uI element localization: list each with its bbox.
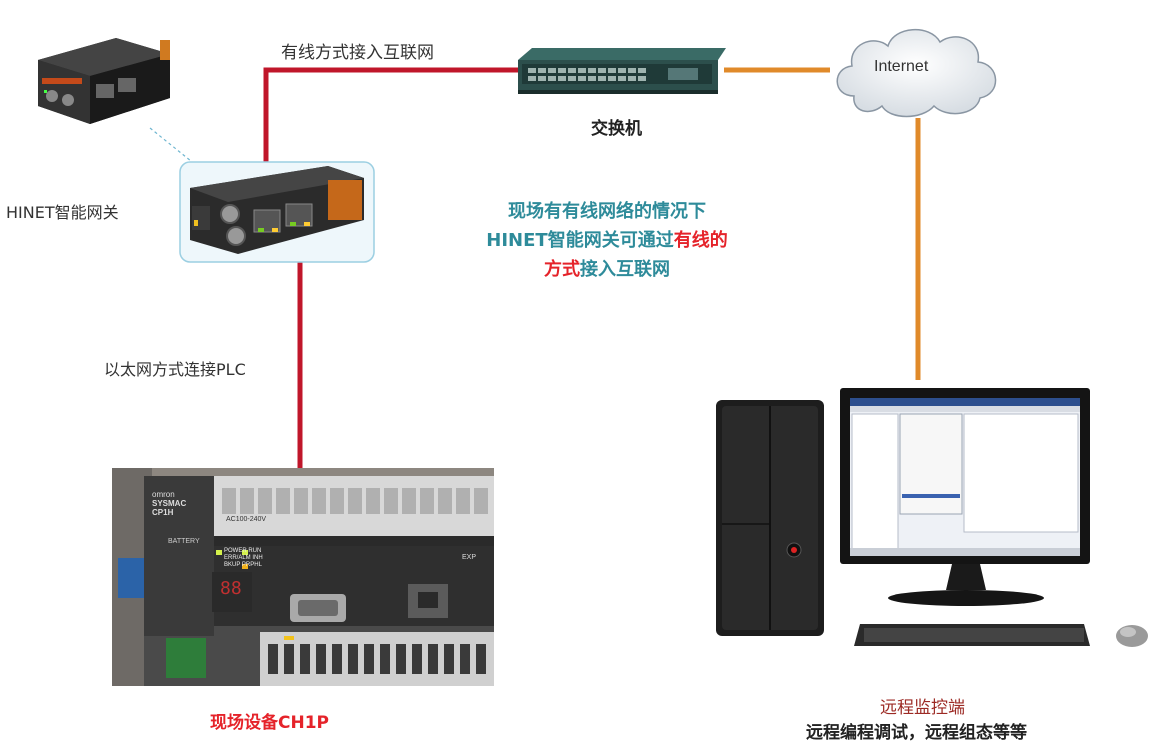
plc-battery-label: BATTERY (168, 538, 200, 545)
gateway-label: HINET智能网关 (6, 203, 119, 222)
plc-photo: omron SYSMAC CP1H BATTERY AC100-240V POW… (112, 468, 494, 686)
note-line-3: 方式接入互联网 (452, 255, 762, 284)
plc-power-label: POWER (224, 548, 247, 554)
note-line-2: HINET智能网关可通过有线的 (452, 226, 762, 255)
scenario-note: 现场有有线网络的情况下 HINET智能网关可通过有线的 方式接入互联网 (452, 197, 762, 284)
plc-inh-label: INH (252, 555, 263, 561)
internet-cloud-icon (836, 28, 997, 118)
plc-device-icon (112, 468, 494, 686)
remote-title-label: 远程监控端 (880, 698, 965, 718)
field-device-label: 现场设备CH1P (210, 713, 329, 733)
plc-supply-label: AC100-240V (226, 516, 267, 523)
gateway-zoom-icon (179, 161, 375, 263)
note-line-1: 现场有有线网络的情况下 (508, 201, 706, 222)
note-line-2a: HINET智能网关可通过 (486, 230, 674, 251)
plc-bkup-label: BKUP (224, 562, 241, 568)
switch-label: 交换机 (591, 119, 642, 139)
plc-model-a: SYSMAC (152, 499, 187, 508)
plc-status-leds: POWER RUN ERR/ALM INH BKUP PRPHL (224, 548, 263, 569)
wired-access-label: 有线方式接入互联网 (281, 43, 434, 63)
ethernet-plc-label: 以太网方式连接PLC (104, 360, 246, 379)
note-line-3a: 方式 (544, 259, 580, 280)
plc-brand: omron (152, 490, 175, 499)
note-line-2b: 有线的 (673, 230, 728, 251)
plc-prphl-label: PRPHL (241, 562, 262, 568)
remote-pc-icon (716, 388, 1148, 647)
plc-exp-label: EXP (462, 554, 477, 561)
plc-segment-display: 88 (220, 578, 242, 599)
plc-model-b: CP1H (152, 508, 174, 517)
plc-brand-block: omron SYSMAC CP1H (152, 490, 186, 517)
gateway-device-icon (38, 38, 170, 124)
plc-run-label: RUN (248, 548, 262, 554)
network-switch-icon (518, 48, 726, 94)
note-line-3b: 接入互联网 (580, 259, 670, 280)
remote-desc-label: 远程编程调试，远程组态等等 (806, 723, 1027, 743)
plc-err-label: ERR/ALM (224, 555, 251, 561)
internet-label: Internet (874, 58, 929, 75)
